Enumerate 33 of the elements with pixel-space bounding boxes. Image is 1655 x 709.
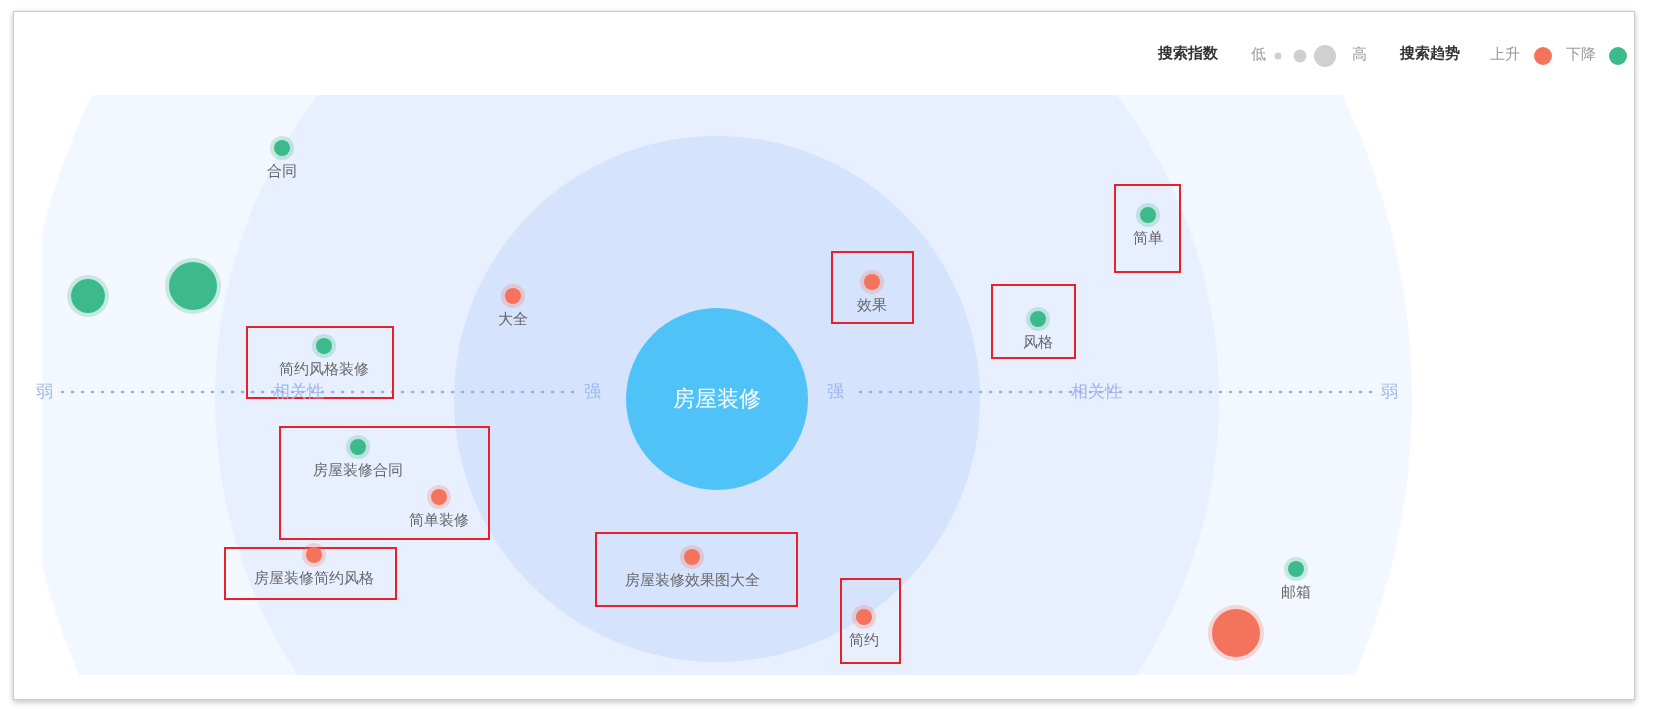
keyword-label: 合同 [267, 162, 297, 181]
highlight-frame [1114, 184, 1181, 273]
legend-label: 上升 [1490, 45, 1520, 64]
highlight-frame [991, 284, 1076, 359]
keyword-label: 房屋装修 [673, 385, 761, 413]
highlight-frame [840, 578, 901, 664]
axis-label: 相关性 [1071, 380, 1122, 403]
keyword-label: 风格 [1023, 333, 1053, 352]
keyword-label: 简约 [849, 631, 879, 650]
keyword-label: 简约风格装修 [279, 360, 369, 379]
legend-heading: 搜索趋势 [1400, 44, 1460, 63]
highlight-frame [831, 251, 914, 324]
keyword-label: 简单 [1133, 229, 1163, 248]
keyword-label: 房屋装修合同 [313, 461, 403, 480]
highlight-frame [224, 547, 397, 600]
legend-label: 下降 [1566, 45, 1596, 64]
legend-label: 高 [1352, 45, 1367, 64]
keyword-label: 简单装修 [409, 511, 469, 530]
keyword-label: 效果 [857, 296, 887, 315]
highlight-frame [595, 532, 798, 607]
axis-label: 强 [584, 380, 601, 403]
axis-label: 弱 [36, 380, 53, 403]
legend-label: 低 [1251, 45, 1266, 64]
legend-heading: 搜索指数 [1158, 44, 1218, 63]
keyword-label: 邮箱 [1281, 583, 1311, 602]
axis-label: 相关性 [273, 380, 324, 403]
keyword-label: 房屋装修简约风格 [254, 569, 374, 588]
highlight-frame [279, 426, 490, 540]
keyword-label: 大全 [498, 310, 528, 329]
axis-label: 弱 [1381, 380, 1398, 403]
highlight-frame [246, 326, 394, 399]
axis-label: 强 [827, 380, 844, 403]
keyword-label: 房屋装修效果图大全 [624, 571, 760, 590]
